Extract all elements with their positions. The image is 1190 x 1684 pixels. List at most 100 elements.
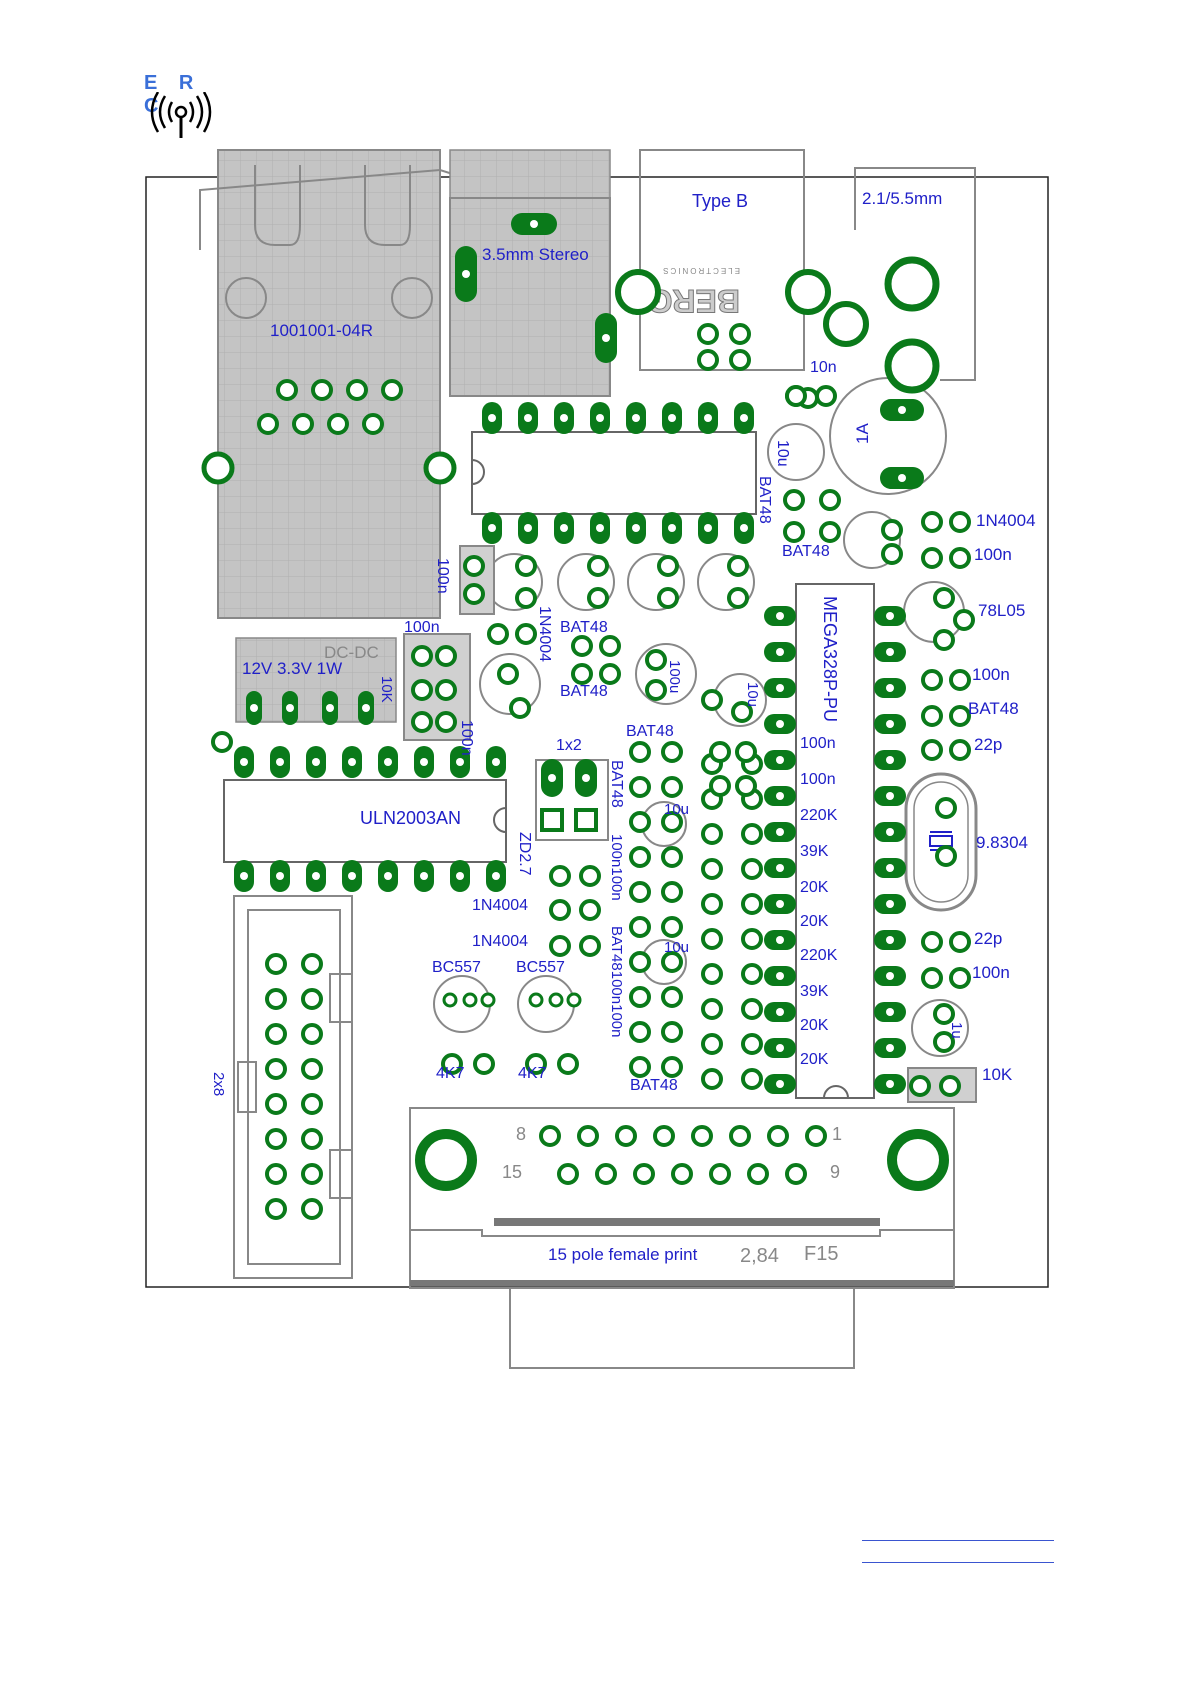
pad bbox=[549, 899, 571, 921]
res-10k-right-label: 10K bbox=[982, 1065, 1013, 1084]
header-2x8-label: 2x8 bbox=[210, 1072, 227, 1096]
pad-hole bbox=[560, 414, 568, 422]
pad bbox=[701, 1033, 723, 1055]
dcdc-title: DC-DC bbox=[324, 643, 379, 662]
pad bbox=[949, 739, 971, 761]
pad-hole bbox=[456, 758, 464, 766]
pad bbox=[657, 555, 679, 577]
cap-100n-right3: 100n bbox=[972, 963, 1010, 982]
pad-hole bbox=[362, 704, 370, 712]
pad-hole bbox=[776, 828, 784, 836]
pad-hole bbox=[886, 1080, 894, 1088]
pad bbox=[629, 986, 651, 1008]
pad bbox=[785, 269, 831, 315]
power-jack-label: 2.1/5.5mm bbox=[862, 189, 942, 208]
pad bbox=[741, 823, 763, 845]
pad bbox=[571, 635, 593, 657]
cap-100u-label: 100u bbox=[666, 660, 683, 693]
pad bbox=[701, 893, 723, 915]
pad bbox=[265, 1198, 287, 1220]
crystal-label: 9.8304 bbox=[976, 833, 1028, 852]
pad-square bbox=[574, 808, 598, 832]
pad bbox=[653, 1125, 675, 1147]
pad bbox=[727, 555, 749, 577]
pad bbox=[473, 1053, 495, 1075]
pad bbox=[599, 663, 621, 685]
pad bbox=[301, 1163, 323, 1185]
pad bbox=[549, 935, 571, 957]
pad bbox=[645, 679, 667, 701]
pad-hole bbox=[886, 900, 894, 908]
usb-label: Type B bbox=[692, 191, 748, 211]
pad bbox=[661, 1021, 683, 1043]
pad bbox=[599, 635, 621, 657]
pad-hole bbox=[582, 774, 590, 782]
pad bbox=[887, 1129, 949, 1191]
pad-hole bbox=[524, 414, 532, 422]
dsub-pin15: 15 bbox=[502, 1162, 522, 1182]
pad-hole bbox=[886, 1044, 894, 1052]
pad bbox=[411, 711, 433, 733]
pad bbox=[709, 1163, 731, 1185]
diode-1n4004-a: 1N4004 bbox=[472, 897, 528, 914]
pad bbox=[735, 741, 757, 763]
pad bbox=[785, 1163, 807, 1185]
pad bbox=[442, 992, 458, 1008]
footer-link-line-2[interactable] bbox=[862, 1562, 1054, 1563]
pad-hole bbox=[250, 704, 258, 712]
cap-100n-right2: 100n bbox=[972, 665, 1010, 684]
dsub-label: 15 pole female print bbox=[548, 1245, 698, 1264]
pad-hole bbox=[886, 720, 894, 728]
pad bbox=[539, 1125, 561, 1147]
pad bbox=[435, 679, 457, 701]
pad-hole bbox=[326, 704, 334, 712]
pad-hole bbox=[704, 414, 712, 422]
pad-hole bbox=[776, 648, 784, 656]
pad bbox=[557, 1053, 579, 1075]
rj45-label: 1001001-04R bbox=[270, 321, 373, 340]
cap-100n-left: 100n bbox=[434, 558, 451, 594]
bat48-bottom: BAT48 bbox=[630, 1077, 678, 1094]
cap-22p-top-label: 22p bbox=[974, 735, 1002, 754]
res-20k-1: 20K bbox=[800, 879, 829, 896]
res-220k-2: 220K bbox=[800, 947, 838, 964]
pad bbox=[301, 1023, 323, 1045]
cap-1u-right-label: 1u bbox=[948, 1022, 965, 1039]
pad bbox=[462, 992, 478, 1008]
pad bbox=[701, 963, 723, 985]
erc-logo: E R C bbox=[144, 72, 224, 144]
regulator-label: 78L05 bbox=[978, 601, 1025, 620]
pad bbox=[747, 1163, 769, 1185]
bat48-vert2: BAT48 bbox=[608, 760, 625, 808]
pad bbox=[292, 413, 314, 435]
pad-hole bbox=[312, 758, 320, 766]
transistor-2-label: BC557 bbox=[516, 959, 565, 976]
pad bbox=[921, 547, 943, 569]
pad bbox=[884, 256, 940, 312]
dsub15-connector: 8 1 15 9 15 pole female print 2,84 F15 bbox=[409, 1107, 955, 1369]
cap-10u-a-label: 10u bbox=[664, 801, 689, 818]
pad-hole bbox=[668, 524, 676, 532]
pad bbox=[819, 521, 841, 543]
pad bbox=[741, 928, 763, 950]
pad-hole bbox=[776, 936, 784, 944]
pad-hole bbox=[348, 758, 356, 766]
dip16-chip-top bbox=[471, 431, 757, 515]
silk-labels: 10n 100n 100n 100n 10u 1A BAT48 BAT48 1N… bbox=[404, 359, 1036, 1094]
pad-hole bbox=[668, 414, 676, 422]
pad bbox=[301, 953, 323, 975]
res-4k7-1-label: 4K7 bbox=[436, 1065, 465, 1082]
pad bbox=[480, 992, 496, 1008]
pad bbox=[311, 379, 333, 401]
footer-link-line-1[interactable] bbox=[862, 1540, 1054, 1541]
pad bbox=[415, 1129, 477, 1191]
pad bbox=[362, 413, 384, 435]
pad-hole bbox=[276, 872, 284, 880]
pad-hole bbox=[776, 1080, 784, 1088]
pad bbox=[549, 865, 571, 887]
pad bbox=[815, 385, 837, 407]
pad bbox=[629, 916, 651, 938]
pad bbox=[515, 555, 537, 577]
pad bbox=[661, 741, 683, 763]
pad bbox=[423, 451, 457, 485]
